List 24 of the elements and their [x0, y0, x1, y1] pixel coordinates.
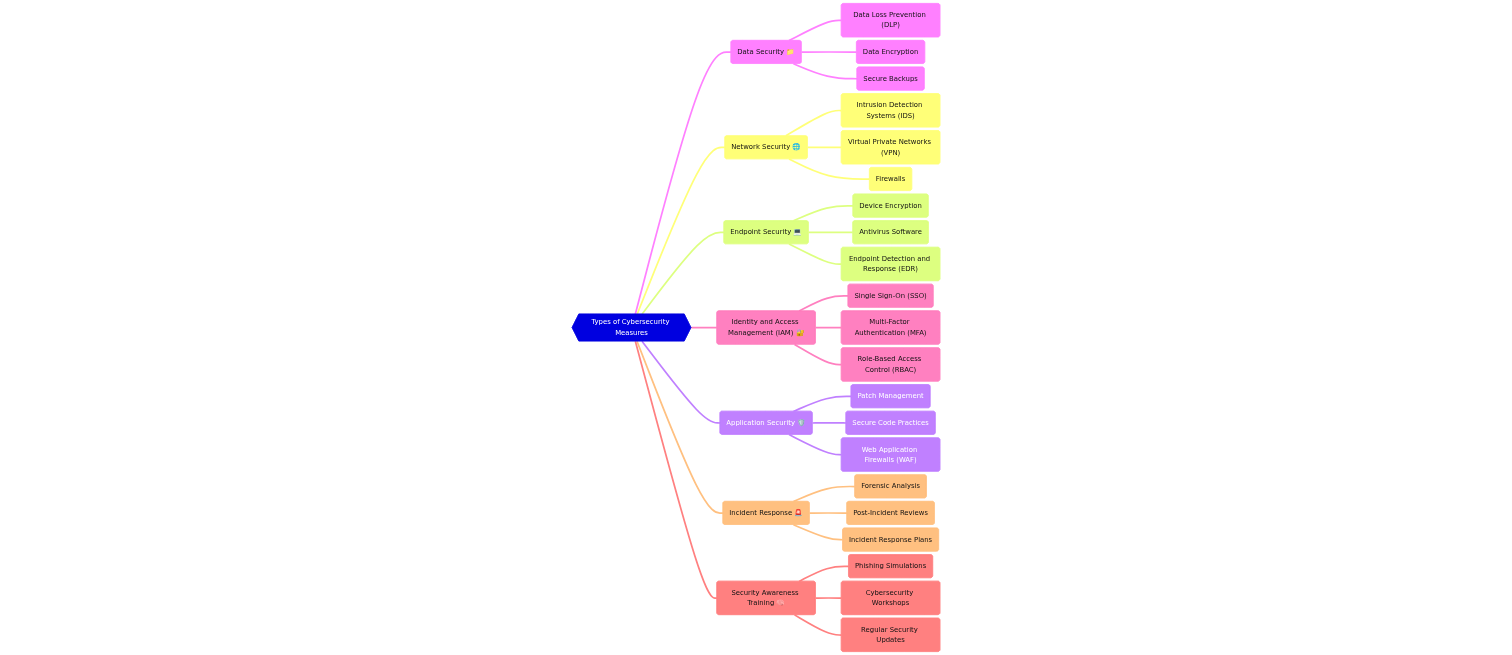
connector — [788, 19, 843, 42]
connector — [785, 109, 843, 137]
connector — [811, 422, 847, 424]
connector — [792, 485, 856, 503]
connector — [641, 340, 721, 424]
connector — [636, 340, 724, 514]
connector — [788, 243, 843, 266]
connector — [792, 204, 854, 222]
connector — [808, 512, 848, 514]
connector — [792, 62, 858, 80]
connector — [788, 158, 871, 181]
connector — [814, 597, 843, 599]
connector — [800, 51, 858, 53]
connector — [690, 326, 718, 329]
connector — [793, 343, 843, 366]
connector — [788, 433, 843, 456]
connector — [792, 395, 853, 413]
connector — [792, 523, 844, 541]
connector — [806, 146, 843, 149]
connector — [793, 614, 843, 636]
connector — [814, 326, 843, 329]
connector — [634, 340, 718, 599]
connector — [807, 231, 854, 234]
connector — [798, 565, 850, 583]
